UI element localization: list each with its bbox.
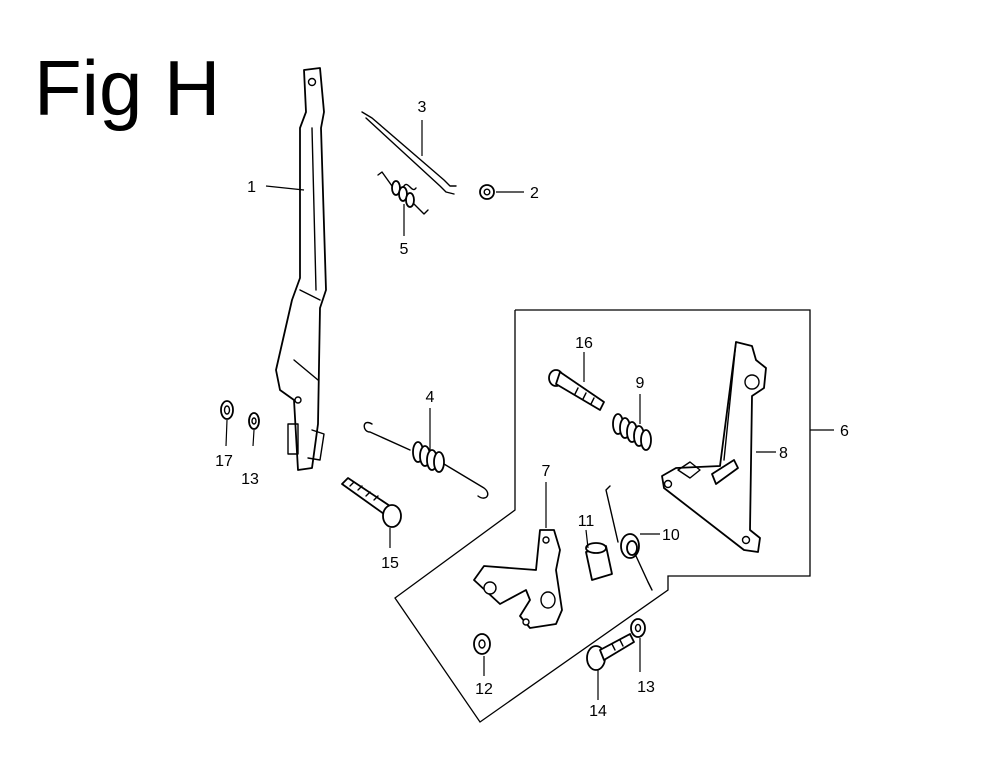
callout-13-left: 13 bbox=[241, 471, 259, 488]
callout-12: 12 bbox=[475, 681, 493, 698]
part-2-nut bbox=[479, 184, 495, 200]
part-7-plate bbox=[473, 529, 563, 629]
callout-3: 3 bbox=[418, 99, 427, 116]
part-15-bolt bbox=[341, 477, 402, 528]
part-16-bolt bbox=[548, 369, 605, 411]
part-14-bolt bbox=[586, 633, 635, 671]
part-13-washer-left bbox=[248, 412, 260, 430]
callout-1: 1 bbox=[247, 179, 256, 196]
part-5-spring bbox=[377, 171, 429, 215]
part-13-washer-right bbox=[630, 618, 646, 638]
leader-lines bbox=[225, 120, 834, 700]
callout-11: 11 bbox=[578, 513, 595, 530]
part-12-nut bbox=[473, 633, 491, 655]
part-17-nut bbox=[220, 400, 234, 420]
figure-title: Fig H bbox=[34, 44, 220, 132]
callout-2: 2 bbox=[530, 185, 539, 202]
part-1-control-lever bbox=[275, 67, 327, 471]
callout-15: 15 bbox=[381, 555, 399, 572]
assembly-boundary-6 bbox=[394, 309, 811, 723]
callout-17: 17 bbox=[215, 453, 233, 470]
part-11-collar bbox=[585, 542, 613, 581]
part-3-rod bbox=[361, 111, 457, 195]
part-4-governor-spring bbox=[363, 421, 489, 499]
callout-5: 5 bbox=[400, 241, 409, 258]
callout-10: 10 bbox=[662, 527, 680, 544]
callout-8: 8 bbox=[779, 445, 788, 462]
part-10-torsion-spring bbox=[605, 485, 653, 591]
callout-16: 16 bbox=[575, 335, 593, 352]
callout-9: 9 bbox=[636, 375, 645, 392]
callout-4: 4 bbox=[426, 389, 435, 406]
callout-7: 7 bbox=[542, 463, 551, 480]
callout-6: 6 bbox=[840, 423, 849, 440]
callout-labels: 1 2 3 4 5 6 7 8 9 10 11 12 13 13 14 15 1… bbox=[215, 99, 849, 720]
callout-14: 14 bbox=[589, 703, 607, 720]
part-8-bracket bbox=[661, 341, 767, 553]
part-9-spring bbox=[612, 413, 652, 451]
callout-13-right: 13 bbox=[637, 679, 655, 696]
